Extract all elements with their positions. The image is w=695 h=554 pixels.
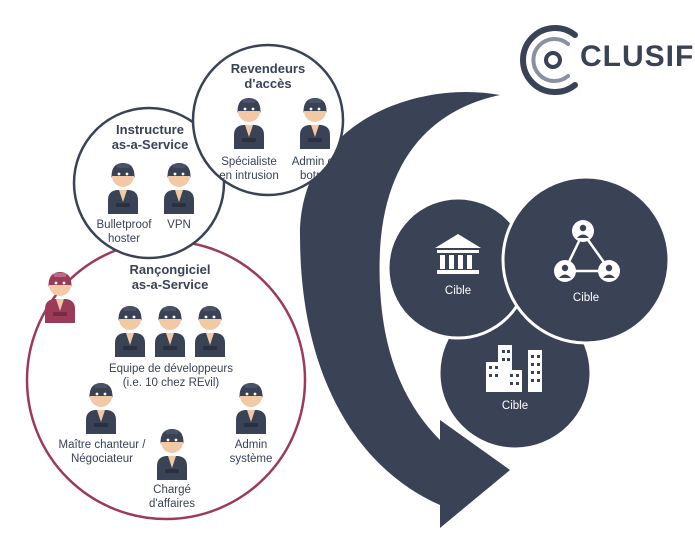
target-label-buildings: Cible <box>501 400 529 412</box>
flow-arrow <box>300 91 510 529</box>
revendeurs-circle <box>191 43 345 197</box>
rancongiciel-title-line1: Rançongiciel <box>129 262 211 277</box>
revendeurs-title-line1: Revendeurs <box>230 61 306 76</box>
target-label-bank: Cible <box>444 285 472 297</box>
member-label-admin-systeme-l1: Admin <box>234 439 268 451</box>
member-label-specialiste-l1: Spécialiste <box>221 156 277 168</box>
member-label-bulletproof-l2: hoster <box>108 233 140 245</box>
bank-icon <box>435 234 481 274</box>
member-label-vpn: VPN <box>167 219 191 231</box>
member-label-charge-affaires-l2: d'affaires <box>148 498 196 510</box>
logo-text: CLUSIF <box>580 40 695 73</box>
member-label-admin-systeme-l2: système <box>229 453 273 465</box>
buildings-icon <box>486 345 542 392</box>
member-label-maitre-chanteur-l1: Maître chanteur / <box>58 439 146 451</box>
member-label-admin-botnet-l2: botnet <box>300 170 332 182</box>
member-label-admin-botnet-l1: Admin de <box>291 156 341 168</box>
dev-team-label-l1: Equipe de développeurs <box>108 363 234 375</box>
revendeurs-title-line2: d'accès <box>244 76 292 91</box>
instructure-title-line2: as-a-Service <box>111 137 189 152</box>
instructure-title-line1: Instructure <box>116 122 184 137</box>
network-icon <box>554 220 620 282</box>
member-label-maitre-chanteur-l2: Négociateur <box>70 453 133 465</box>
member-label-specialiste-l2: en intrusion <box>219 170 279 182</box>
rancongiciel-title-line2: as-a-Service <box>131 277 209 292</box>
dev-team-label-l2: (i.e. 10 chez REvil) <box>122 377 220 389</box>
member-label-bulletproof-l1: Bulletproof <box>96 219 152 231</box>
target-label-network: Cible <box>572 292 600 304</box>
member-label-charge-affaires-l1: Chargé <box>153 484 191 496</box>
target-circle-network <box>501 175 671 345</box>
instructure-circle <box>72 106 226 260</box>
clusif-logo-icon <box>520 25 578 95</box>
